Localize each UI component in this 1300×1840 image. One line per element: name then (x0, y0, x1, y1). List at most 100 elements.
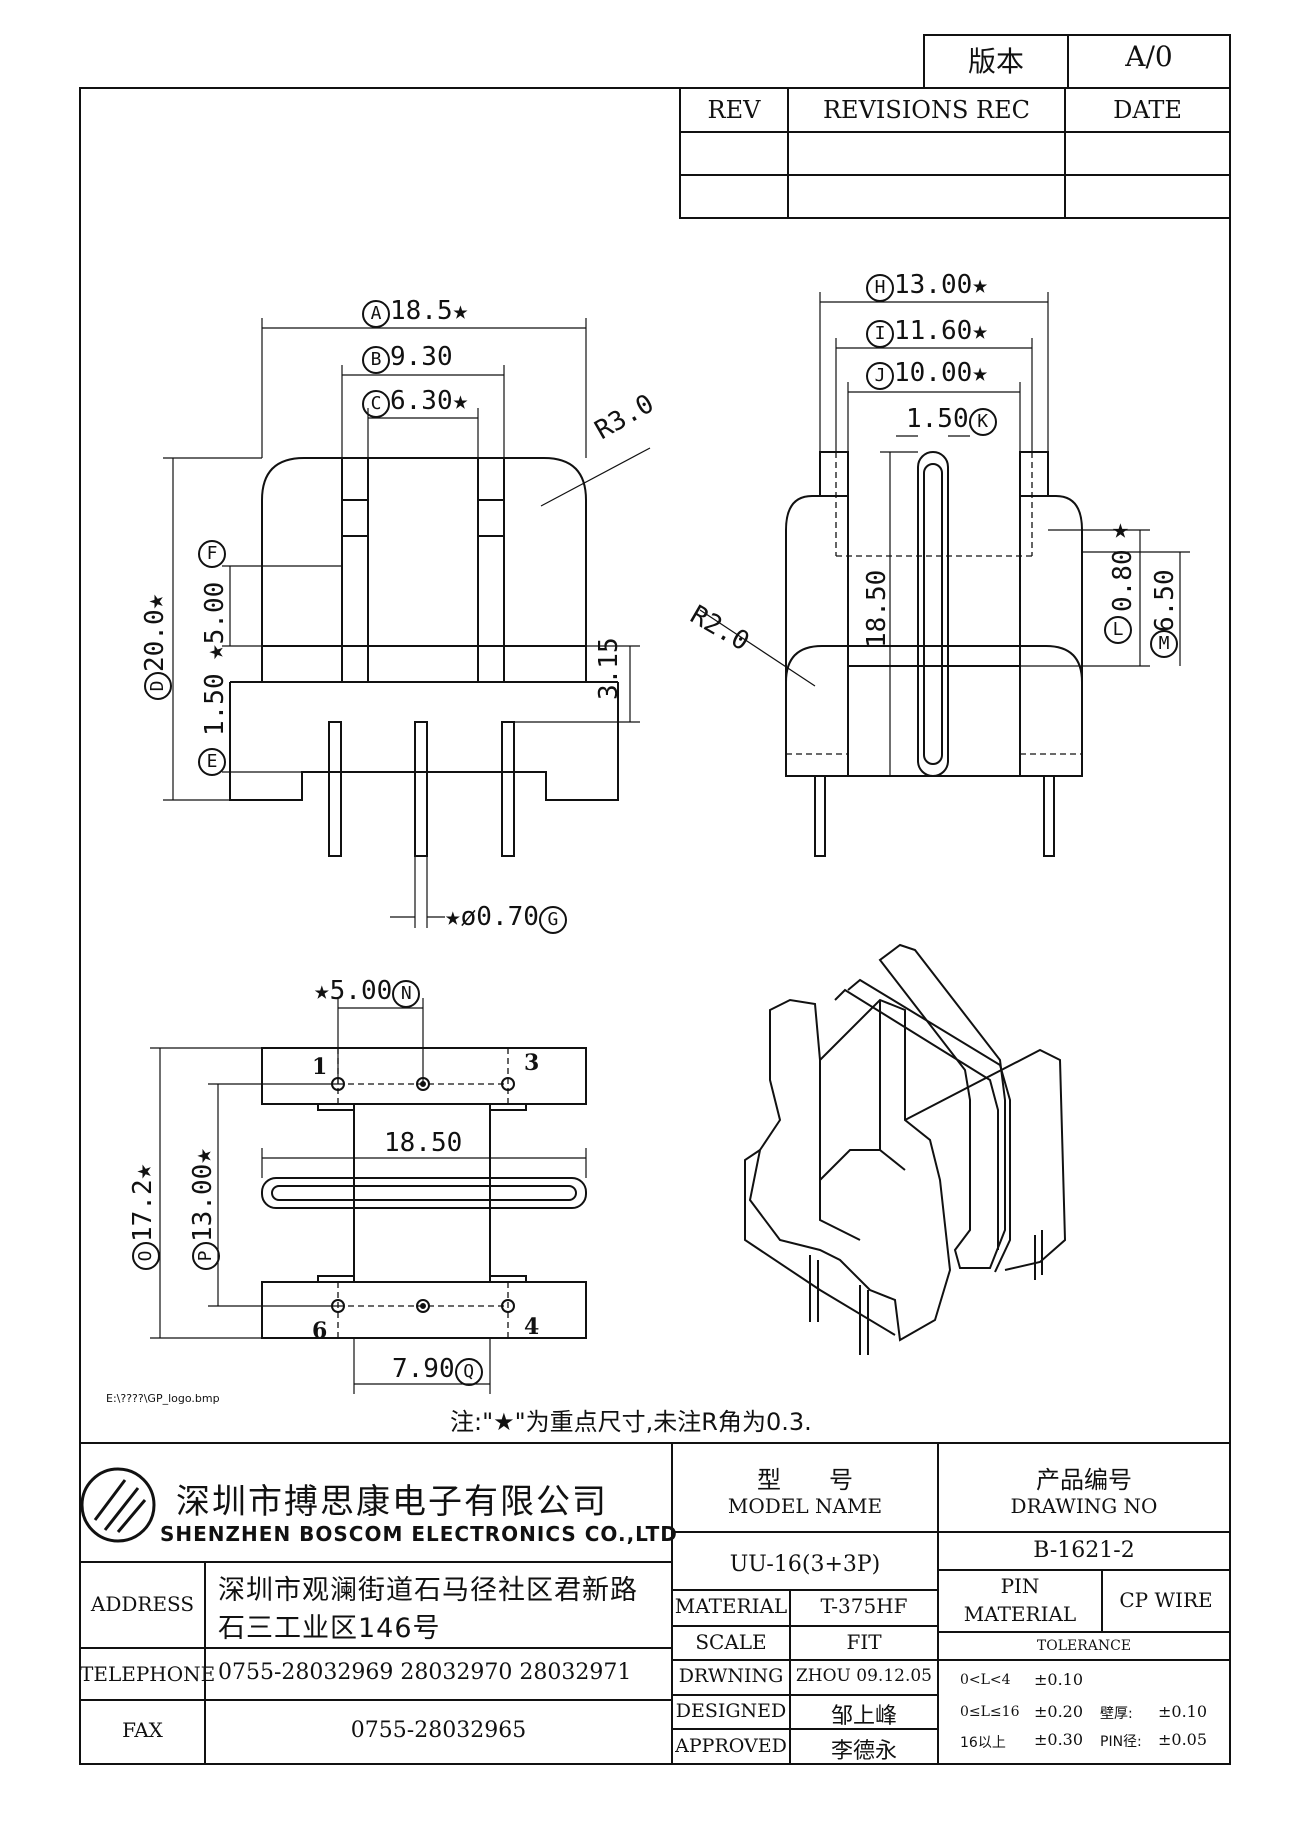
dim-D: D20.0★ (140, 594, 172, 700)
circle-letter-P: P (192, 1242, 220, 1270)
tol-r3c: PIN径: (1100, 1734, 1142, 1750)
circle-letter-Q: Q (454, 1358, 483, 1386)
drawn-label: DRWNING (678, 1665, 784, 1687)
company-logo (80, 1467, 156, 1543)
circle-letter-N: N (392, 980, 421, 1008)
circle-letter-D: D (144, 672, 172, 700)
pin-1: 1 (312, 1054, 328, 1080)
dim-R2: R2.0 (685, 600, 755, 658)
circle-letter-A: A (362, 300, 390, 328)
circle-letter-L: L (1104, 616, 1132, 644)
circle-letter-J: J (866, 362, 894, 390)
drawing-label-en: DRAWING NO (1010, 1494, 1158, 1518)
telephone-value: 0755-28032969 28032970 28032971 (218, 1660, 632, 1685)
drawing-value: B-1621-2 (1033, 1538, 1135, 1563)
sheet-border (79, 87, 1231, 1765)
company-name-cn: 深圳市搏思康电子有限公司 (176, 1482, 608, 1522)
star-icon: ★ (452, 386, 469, 416)
company-name-en: SHENZHEN BOSCOM ELECTRONICS CO.,LTD (160, 1522, 678, 1546)
drawing-label-cn: 产品编号 (1036, 1466, 1132, 1494)
tol-r3d: ±0.05 (1158, 1730, 1208, 1749)
dim-F: ★5.00 (200, 581, 230, 660)
bottom-view (261, 1047, 587, 1339)
model-label-cn: 型 号 (757, 1466, 853, 1494)
address-label: ADDRESS (90, 1592, 195, 1616)
tol-r3a: 16以上 (960, 1735, 1006, 1751)
pin-4: 4 (524, 1314, 540, 1340)
pin-material-label-1: PIN (1000, 1574, 1040, 1598)
side-view (785, 451, 1083, 857)
pin-3: 3 (524, 1050, 540, 1076)
tol-r2a: 0≤L≤16 (960, 1704, 1020, 1720)
star-icon: ★ (128, 1163, 158, 1180)
scale-value: FIT (846, 1630, 882, 1654)
tol-r1a: 0<L<4 (960, 1672, 1011, 1688)
material-value: T-375HF (820, 1594, 908, 1618)
circle-letter-C: C (362, 390, 390, 418)
tolerance-title: TOLERANCE (1036, 1638, 1132, 1654)
pin-6: 6 (312, 1318, 328, 1344)
model-value: UU-16(3+3P) (729, 1552, 881, 1577)
star-icon: ★ (314, 976, 330, 1006)
drawn-value: ZHOU 09.12.05 (795, 1666, 932, 1686)
star-icon: ★ (188, 1148, 218, 1164)
isometric-view (744, 943, 1067, 1355)
star-icon: ★ (445, 902, 461, 932)
scale-label: SCALE (695, 1630, 767, 1654)
date-header: DATE (1113, 96, 1182, 124)
star-icon: ★ (452, 296, 469, 326)
circle-letter-G: G (538, 906, 567, 934)
dim-18-50-side: 18.50 (862, 569, 892, 648)
approved-value: 李德永 (830, 1739, 897, 1764)
tol-r3b: ±0.30 (1034, 1730, 1084, 1749)
side-star: ★ (1112, 512, 1129, 545)
approved-label: APPROVED (675, 1735, 787, 1757)
revisions-rec-header: REVISIONS REC (822, 96, 1031, 124)
dim-18-50-bottom: 18.50 (384, 1128, 463, 1158)
version-label: 版本 (967, 45, 1024, 78)
star-icon: ★ (972, 316, 988, 346)
tol-r2c: 壁厚: (1100, 1706, 1133, 1722)
address-line2: 石三工业区146号 (218, 1613, 441, 1644)
star-icon: ★ (200, 644, 230, 660)
tol-r2b: ±0.20 (1034, 1702, 1084, 1721)
circle-letter-O: O (132, 1242, 160, 1270)
drawing-note: 注:"★"为重点尺寸,未注R角为0.3. (450, 1408, 812, 1436)
designed-label: DESIGNED (675, 1700, 787, 1722)
model-label-en: MODEL NAME (727, 1494, 883, 1518)
star-icon: ★ (140, 593, 170, 610)
dim-R3: R3.0 (590, 388, 660, 446)
pin-material-label-2: MATERIAL (963, 1602, 1077, 1626)
circle-letter-I: I (866, 320, 894, 348)
address-line1: 深圳市观澜街道石马径社区君新路 (218, 1575, 638, 1606)
revision-table (679, 87, 1231, 219)
fax-value: 0755-28032965 (350, 1718, 527, 1743)
dim-O: O17.2★ (128, 1164, 160, 1270)
designed-value: 邹上峰 (830, 1704, 897, 1729)
pin-material-value: CP WIRE (1119, 1588, 1213, 1612)
dim-E: 1.50 (200, 673, 230, 736)
tol-r1b: ±0.10 (1034, 1670, 1084, 1689)
fax-label: FAX (122, 1718, 163, 1742)
rev-header: REV (707, 96, 761, 124)
circle-letter-B: B (362, 346, 390, 374)
version-value: A/0 (1125, 40, 1173, 73)
dim-M: 6.50 (1150, 569, 1180, 632)
star-icon: ★ (972, 358, 988, 388)
material-label: MATERIAL (674, 1594, 788, 1618)
circle-letter-E: E (198, 748, 226, 776)
logo-path-text: E:\????\GP_logo.bmp (106, 1392, 220, 1405)
circle-letter-M: M (1150, 630, 1178, 658)
telephone-label: TELEPHONE (80, 1662, 216, 1686)
